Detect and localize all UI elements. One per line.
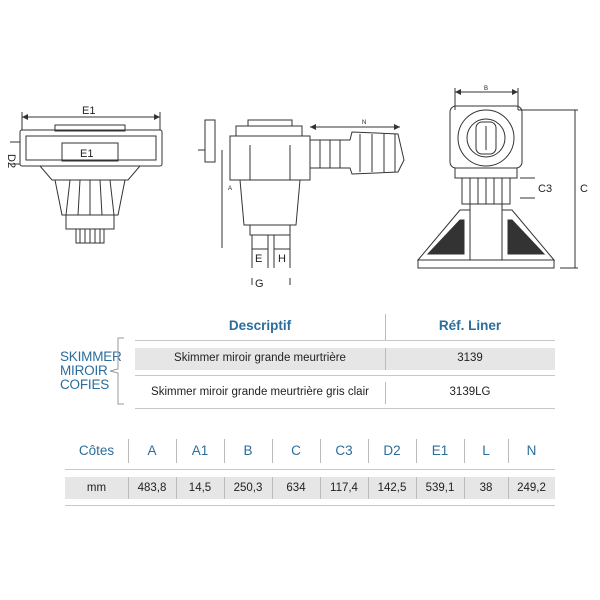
dim-label-g: G	[255, 278, 264, 290]
column-divider	[508, 439, 509, 463]
values-row-background	[65, 477, 555, 499]
dim-value-cell: mm	[86, 482, 107, 494]
row-rule	[135, 408, 555, 409]
column-divider	[368, 477, 369, 499]
plate-label-e1: E1	[80, 148, 93, 160]
header-rule	[135, 340, 555, 341]
row-divider	[385, 382, 386, 404]
column-divider	[176, 439, 177, 463]
column-divider	[272, 439, 273, 463]
dim-label-d2: D2	[5, 154, 17, 168]
header-rule	[65, 469, 555, 470]
dim-value-cell: 249,2	[517, 482, 546, 494]
dim-header-cell: E1	[431, 443, 449, 458]
technical-drawing: E1 D2 E1 N A E H G B C3 C	[5, 86, 588, 290]
bottom-rule	[65, 505, 555, 506]
side-view	[198, 119, 405, 285]
dim-label-n: N	[362, 120, 366, 126]
row-description: Skimmer miroir grande meurtrière gris cl…	[151, 386, 369, 398]
rear-view	[416, 88, 578, 269]
dim-header-cell: Côtes	[78, 443, 115, 458]
column-divider	[320, 439, 321, 463]
brand-line: SKIMMER	[60, 349, 122, 364]
dim-header-cell: A	[147, 443, 157, 458]
column-divider	[128, 439, 129, 463]
table-row: Skimmer miroir grande meurtrière gris cl…	[135, 382, 555, 404]
dim-label-h: H	[278, 253, 286, 265]
row-description: Skimmer miroir grande meurtrière	[174, 352, 346, 364]
column-divider	[416, 439, 417, 463]
front-view	[10, 112, 163, 244]
dim-value-cell: 250,3	[233, 482, 263, 494]
row-reference: 3139LG	[449, 386, 491, 398]
dim-header-cell: A1	[191, 443, 209, 458]
dim-label-c: C	[580, 183, 588, 195]
dim-header-cell: D2	[383, 443, 401, 458]
row-reference: 3139	[457, 352, 483, 364]
dim-value-cell: 634	[286, 482, 306, 494]
column-divider	[320, 477, 321, 499]
column-divider	[368, 439, 369, 463]
column-divider	[464, 439, 465, 463]
column-divider	[224, 439, 225, 463]
bracket-decoration	[109, 337, 124, 405]
dim-value-cell: 483,8	[137, 482, 167, 494]
brand-line: MIROIR	[60, 363, 108, 378]
dim-value-cell: 142,5	[377, 482, 407, 494]
column-divider	[128, 477, 129, 499]
column-divider	[416, 477, 417, 499]
header-description: Descriptif	[228, 318, 292, 333]
dim-value-cell: 14,5	[188, 482, 212, 494]
dim-header-cell: N	[526, 443, 537, 458]
dim-value-cell: 38	[479, 482, 493, 494]
dim-header-cell: C3	[335, 443, 353, 458]
dim-value-cell: 539,1	[425, 482, 455, 494]
column-divider	[508, 477, 509, 499]
header-reference: Réf. Liner	[438, 318, 502, 333]
header-divider	[385, 314, 386, 340]
column-divider	[464, 477, 465, 499]
row-divider	[385, 348, 386, 370]
table-row: Skimmer miroir grande meurtrière 3139	[135, 348, 555, 370]
dim-label-a: A	[228, 186, 232, 192]
brand-label: SKIMMER MIROIR COFIES	[60, 350, 126, 392]
dim-header-cell: C	[291, 443, 301, 458]
dim-label-e: E	[255, 253, 262, 265]
dim-label-e1: E1	[82, 105, 95, 117]
column-divider	[176, 477, 177, 499]
dim-header-cell: B	[243, 443, 253, 458]
brand-line: COFIES	[60, 377, 110, 392]
dim-value-cell: 117,4	[330, 482, 358, 494]
column-divider	[272, 477, 273, 499]
column-divider	[224, 477, 225, 499]
dim-header-cell: L	[482, 443, 490, 458]
row-rule	[135, 375, 555, 376]
dim-label-b: B	[484, 86, 488, 92]
dim-label-c3: C3	[538, 183, 552, 195]
